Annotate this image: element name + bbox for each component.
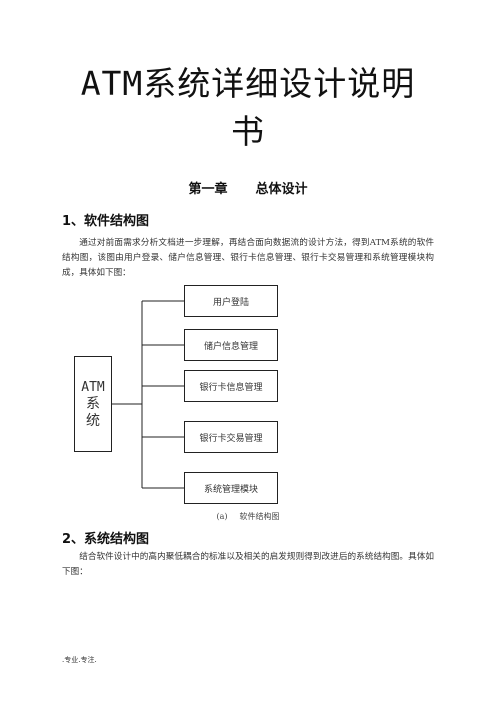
module-box-depositor-info: 储户信息管理 [184, 329, 278, 361]
chapter-heading: 第一章 总体设计 [0, 178, 496, 197]
section-1-paragraph: 通过对前面需求分析文档进一步理解，再结合面向数据流的设计方法，得到ATM系统的软… [62, 238, 434, 278]
document-title-line-2: 书 [231, 112, 265, 151]
atm-system-root-box: ATM 系 统 [74, 356, 112, 452]
figure-caption-label: (a) [216, 512, 228, 521]
document-title: ATM系统详细设计说明 书 [40, 60, 456, 156]
module-label: 储户信息管理 [203, 341, 258, 352]
module-label: 用户登陆 [212, 297, 249, 308]
module-box-system-management: 系统管理模块 [184, 472, 278, 504]
atm-root-label: ATM [81, 379, 105, 395]
chapter-number: 第一章 [188, 182, 228, 197]
chapter-name: 总体设计 [255, 182, 308, 197]
figure-caption-text: 软件结构图 [239, 512, 280, 521]
module-box-card-transaction: 银行卡交易管理 [184, 421, 278, 453]
atm-root-char-1: 系 [86, 395, 100, 412]
module-box-user-login: 用户登陆 [184, 285, 278, 317]
document-title-line-1: ATM系统详细设计说明 [80, 64, 416, 103]
section-2-paragraph: 结合软件设计中的高内聚低耦合的标准以及相关的启发规则得到改进后的系统结构图。具体… [62, 552, 434, 577]
atm-root-char-2: 统 [86, 412, 100, 429]
module-label: 系统管理模块 [203, 484, 258, 495]
page-footer: .专业.专注. [62, 656, 97, 664]
section-2-heading: 2、系统结构图 [62, 532, 150, 547]
figure-caption: (a) 软件结构图 [0, 511, 496, 522]
section-1-heading: 1、软件结构图 [62, 214, 150, 229]
module-label: 银行卡交易管理 [199, 433, 263, 444]
module-label: 银行卡信息管理 [199, 382, 263, 393]
module-box-card-info: 银行卡信息管理 [184, 370, 278, 402]
